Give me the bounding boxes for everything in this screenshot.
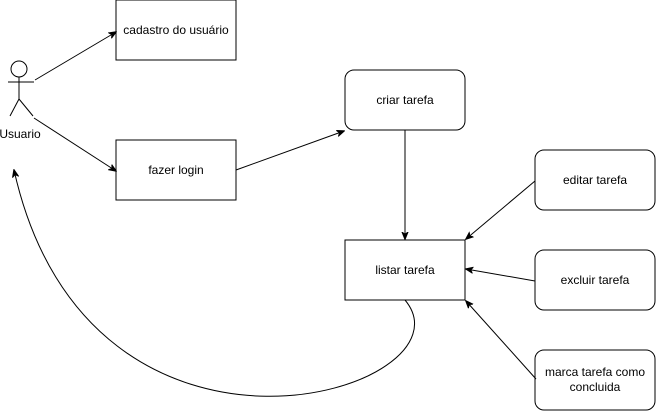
edge-editar-to-listar (466, 180, 536, 239)
actor-left-leg (9, 98, 20, 117)
actor-usuario[interactable]: Usuario (0, 60, 41, 141)
node-editar-box (534, 149, 656, 211)
node-login[interactable]: fazer login (115, 139, 237, 201)
node-cadastro-box (115, 0, 237, 61)
node-cadastro-label: cadastro do usuário (123, 23, 229, 37)
actor-head-icon (10, 60, 28, 78)
edge-login-to-criar (235, 131, 344, 171)
node-editar-label: editar tarefa (563, 173, 627, 187)
node-login-box (115, 139, 237, 201)
node-login-label: fazer login (148, 163, 203, 177)
actor-label: Usuario (0, 127, 41, 141)
node-excluir-label: excluir tarefa (561, 273, 630, 287)
node-concluida[interactable]: marca tarefa como concluida (534, 349, 656, 411)
edge-listar-to-actor (14, 170, 415, 397)
actor-right-leg (18, 98, 34, 117)
edge-concluida-to-listar (466, 301, 537, 380)
node-concluida-box (534, 349, 656, 411)
node-excluir[interactable]: excluir tarefa (534, 249, 656, 311)
edge-excluir-to-listar (466, 269, 536, 282)
node-criar[interactable]: criar tarefa (344, 69, 466, 131)
node-listar[interactable]: listar tarefa (344, 239, 466, 301)
node-editar[interactable]: editar tarefa (534, 149, 656, 211)
node-cadastro[interactable]: cadastro do usuário (115, 0, 237, 61)
node-excluir-box (534, 249, 656, 311)
node-criar-label: criar tarefa (376, 93, 434, 107)
node-listar-label: listar tarefa (375, 263, 435, 277)
edge-actor-to-cadastro (34, 32, 116, 81)
node-concluida-label-line2: concluida (570, 380, 621, 394)
edge-actor-to-login (33, 117, 116, 171)
node-concluida-label-line1: marca tarefa como (545, 365, 645, 379)
